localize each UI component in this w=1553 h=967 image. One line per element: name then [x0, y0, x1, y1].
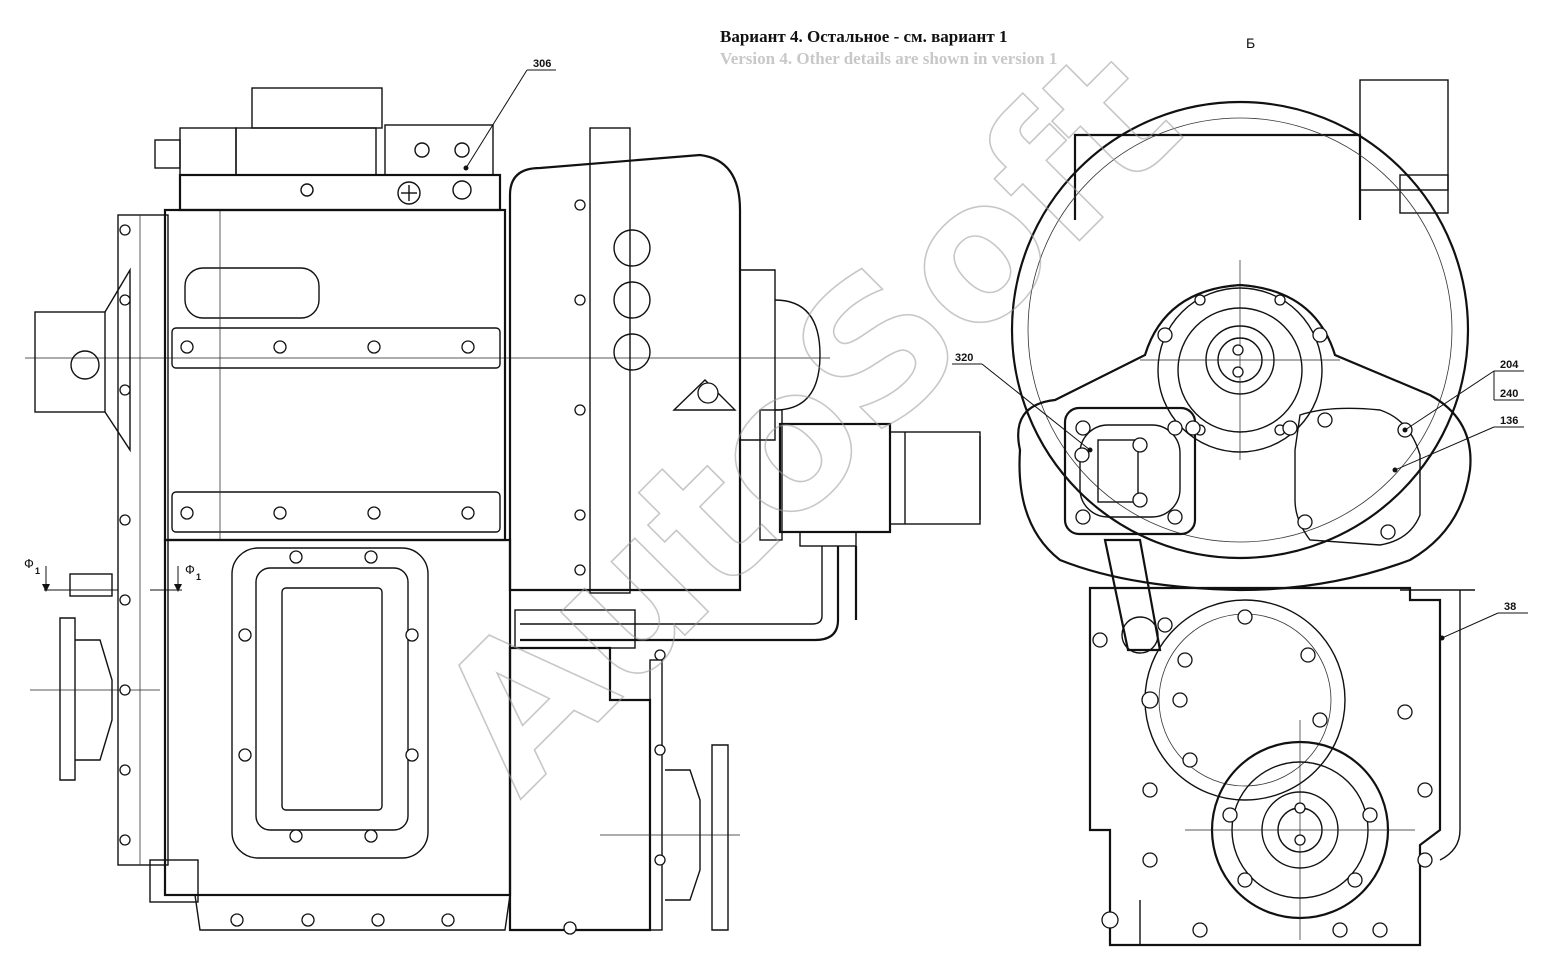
svg-text:306: 306	[533, 58, 551, 70]
callout-136: 136	[1392, 415, 1524, 473]
side-view	[25, 87, 981, 935]
view-label: Б	[1246, 35, 1255, 51]
svg-text:240: 240	[1500, 388, 1518, 400]
svg-text:204: 204	[1500, 359, 1519, 371]
callout-240: 240	[1493, 371, 1524, 401]
callout-204: 204	[1402, 359, 1524, 433]
title-english: Version 4. Other details are shown in ve…	[720, 49, 1057, 68]
section-marker: Ф 1 Ф 1	[24, 556, 201, 592]
callout-38: 38	[1439, 601, 1528, 641]
title-russian: Вариант 4. Остальное - см. вариант 1	[720, 27, 1007, 46]
svg-text:136: 136	[1500, 415, 1518, 427]
section-letter-right: Ф	[185, 562, 195, 577]
section-index-left: 1	[35, 566, 40, 576]
section-index-right: 1	[196, 572, 201, 582]
callout-306: 306	[463, 58, 556, 171]
callout-320: 320	[952, 352, 1093, 453]
svg-text:38: 38	[1504, 601, 1516, 613]
svg-text:320: 320	[955, 352, 973, 364]
callouts: 306 320 204 240 136 38	[463, 58, 1528, 641]
side-view-bolts	[119, 199, 666, 935]
section-letter-left: Ф	[24, 556, 34, 571]
watermark: AutoSoft	[396, 8, 1220, 832]
